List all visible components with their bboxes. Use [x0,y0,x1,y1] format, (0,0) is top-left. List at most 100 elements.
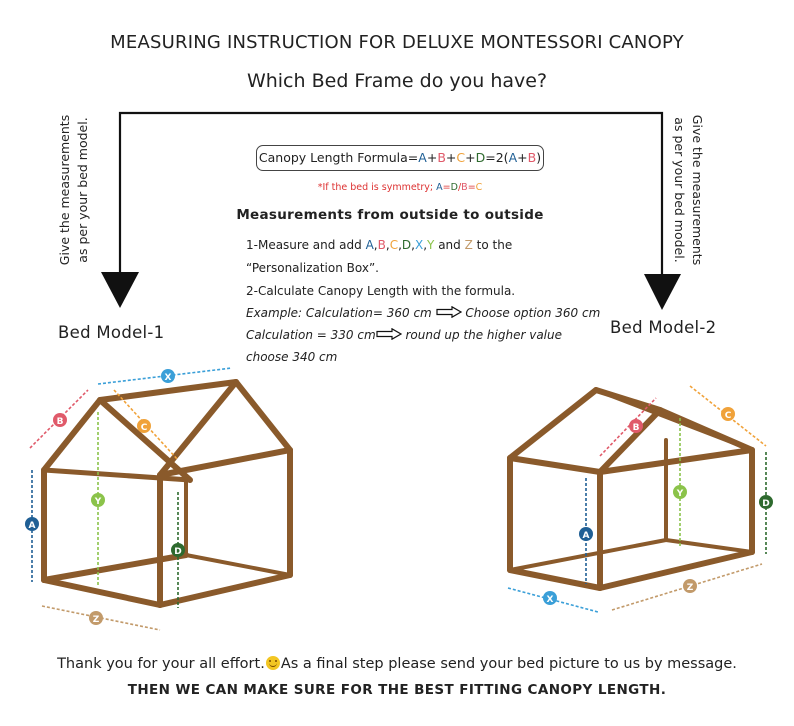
symmetry-eq2: = [467,182,476,193]
bed-model-2-illustration: B C A Y D X Z [507,385,773,613]
step1-line1: 1-Measure and add A,B,C,D,X,Y and Z to t… [246,238,512,252]
dimension-badges-1: X B C A Y D Z [25,369,185,625]
frame-1-wood [41,379,293,608]
example1: Example: Calculation= 360 cm Choose opti… [246,305,601,320]
badge-z [683,579,697,593]
formula-close: ) [536,150,542,165]
badge-d [171,543,185,557]
side-note-right: Give the measurements as per your bed mo… [670,110,706,270]
dimension-badges-2: B C A Y D X Z [543,407,773,605]
badge-b [53,413,67,427]
letter-Y: Y [427,238,435,252]
formula-plus: + [426,150,438,165]
bed-model-1-illustration: X B C A Y D Z [25,367,293,631]
formula-two: =2( [485,150,509,165]
badge-a [579,527,593,541]
example2-right: round up the higher value [405,328,563,342]
badge-a [25,517,39,531]
formula-A2: A [508,150,518,165]
badge-b [629,419,643,433]
smiley-icon [265,656,280,670]
formula-plus: + [445,150,457,165]
badge-z-text: Z [93,615,100,625]
frame-1-dimensions [29,367,233,631]
page-subtitle: Which Bed Frame do you have? [246,70,548,92]
badge-a-text: A [29,521,36,531]
formula-prefix: Canopy Length Formula= [258,150,419,165]
sep: , [385,238,390,252]
symmetry-A: A [436,182,443,193]
thanks-message: Thank you for your all effort. As a final… [0,656,794,672]
badge-b-text: B [633,423,640,433]
symmetry-slash: / [457,182,462,193]
page-title: MEASURING INSTRUCTION FOR DELUXE MONTESS… [110,32,684,53]
letter-A: A [365,238,374,252]
bed-model-1-label: Bed Model-1 [58,323,165,342]
arrow-left-head [101,272,139,308]
formula-plus: + [465,150,476,165]
badge-y [91,493,105,507]
arrow-right-icon [376,327,402,341]
bed-model-2-label: Bed Model-2 [610,318,717,337]
symmetry-C: C [475,182,483,193]
formula-box: Canopy Length Formula=A+B+C+D=2(A+B) [256,145,544,171]
badge-d [759,495,773,509]
and-text: and [434,238,465,252]
example2: Calculation = 330 cm round up the higher… [246,327,563,342]
badge-b-text: B [57,417,64,427]
letter-D: D [401,238,412,252]
frame-2-wood [507,387,755,591]
thanks-part-a: Thank you for your all effort. [57,656,265,672]
badge-y [673,485,687,499]
badge-a-text: A [583,531,590,541]
badge-c [721,407,735,421]
letter-Z: Z [464,238,473,252]
example2-left: Calculation = 330 cm [246,328,376,342]
badge-d-text: D [762,499,769,509]
badge-y-text: Y [94,497,102,507]
formula-A: A [418,150,427,165]
symmetry-D: D [450,182,458,193]
side-note-left: Give the measurements as per your bed mo… [56,110,92,270]
measurements-title: Measurements from outside to outside [236,207,544,223]
symmetry-eq: = [442,182,451,193]
to-the-text: to the [472,238,513,252]
badge-d-text: D [174,547,181,557]
sep: , [423,238,428,252]
sep: , [398,238,402,252]
badge-x-text: X [547,595,554,605]
example1-right: Choose option 360 cm [465,306,601,320]
final-note: THEN WE CAN MAKE SURE FOR THE BEST FITTI… [127,682,667,698]
step1-prefix: 1-Measure and add [246,238,366,252]
step1-line2: “Personalization Box”. [246,261,379,275]
symmetry-note: *If the bed is symmetry; A=D/B=C [256,182,544,193]
badge-z-text: Z [687,583,694,593]
arrow-right-icon [435,305,462,319]
sep: , [411,238,415,252]
side-note-right-line2: as per your bed model. [672,117,687,263]
badge-z [89,611,103,625]
step2: 2-Calculate Canopy Length with the formu… [246,284,516,298]
formula-B: B [437,150,446,165]
arrow-right-head [644,274,681,310]
symmetry-B: B [461,182,468,193]
badge-x [543,591,557,605]
letter-C: C [389,238,399,252]
badge-c-text: C [725,411,732,421]
example2-line2: choose 340 cm [246,350,338,364]
formula-plus: + [517,150,528,165]
symmetry-prefix: *If the bed is symmetry; [317,182,437,193]
formula-D: D [475,150,486,165]
badge-c-text: C [141,423,148,433]
badge-y-text: Y [676,489,684,499]
letter-X: X [414,238,424,252]
thanks-part-b: As a final step please send your bed pic… [280,656,737,672]
formula-B2: B [527,150,537,165]
letter-B: B [377,238,386,252]
side-note-right-line1: Give the measurements [690,114,705,266]
bracket-line [118,111,664,300]
example1-left: Example: Calculation= 360 cm [246,306,432,320]
badge-c [137,419,151,433]
side-note-left-line2: as per your bed model. [75,117,90,263]
